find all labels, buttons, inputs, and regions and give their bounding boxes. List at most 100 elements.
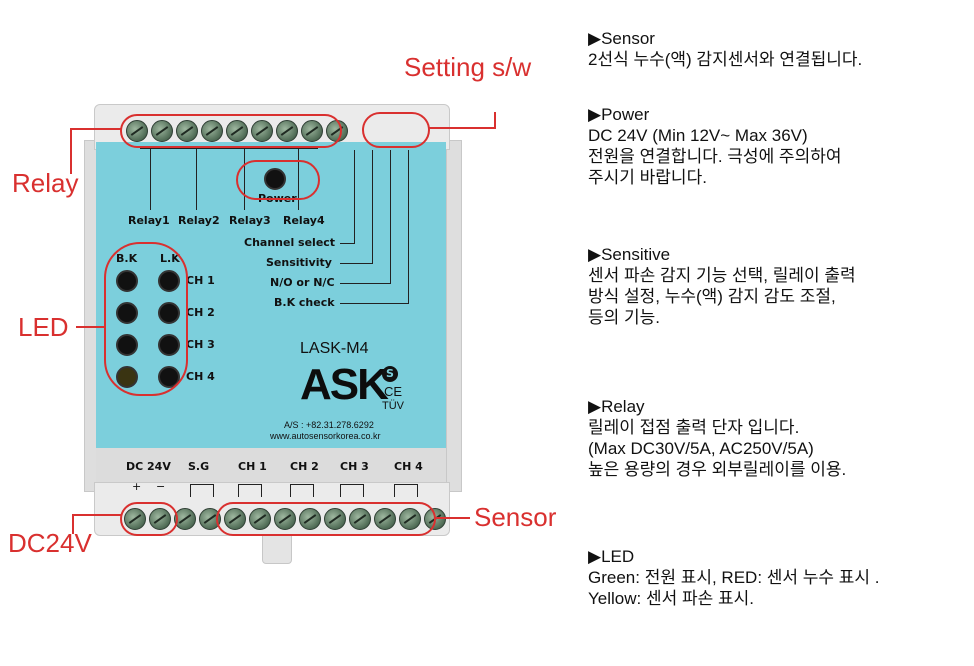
info-line: Yellow: 센서 파손 표시. [588, 589, 754, 608]
dc24v-callout: DC24V [8, 528, 92, 558]
relay-callout: Relay [12, 168, 79, 198]
info-line: 높은 용량의 경우 외부릴레이를 이용. [588, 460, 847, 479]
info-led: ▶LED Green: 전원 표시, RED: 센서 누수 표시 . Yello… [588, 546, 880, 609]
info-line: 등의 기능. [588, 308, 661, 327]
switch-lead-1 [354, 150, 355, 244]
info-sensor: ▶Sensor 2선식 누수(액) 감지센서와 연결됩니다. [588, 28, 862, 70]
sensor-line [434, 517, 470, 519]
terminal-screw [349, 508, 371, 530]
switch-label: Channel select [244, 236, 336, 249]
terminal-label: CH 4 [394, 460, 423, 473]
relay-label: Relay4 [283, 214, 325, 227]
polarity-minus: − [156, 480, 166, 493]
switch-lead-2 [372, 150, 373, 264]
channel-label: CH 2 [186, 306, 215, 319]
model-label: LASK-M4 [300, 340, 369, 357]
din-clip [262, 534, 292, 564]
switch-lead-h2 [340, 263, 373, 264]
terminal-label: DC 24V [126, 460, 171, 473]
switch-lead-3 [390, 150, 391, 284]
setting-sw-line-h [428, 127, 496, 129]
website: www.autosensorkorea.co.kr [270, 431, 381, 441]
dc24v-line-h [72, 514, 122, 516]
relay-bracket [140, 148, 318, 149]
relay-highlight [120, 114, 342, 148]
channel-label: CH 4 [186, 370, 215, 383]
relay1-lead [150, 148, 151, 210]
lk-led-ch2 [158, 302, 180, 324]
setting-switch-highlight [362, 112, 430, 148]
led-line [76, 326, 106, 328]
relay-line-v [70, 128, 72, 174]
polarity-plus: + [132, 480, 142, 493]
cert-s-mark: S [382, 366, 398, 382]
power-highlight [236, 160, 320, 200]
relay-label: Relay1 [128, 214, 170, 227]
terminal-screw [151, 120, 173, 142]
terminal-screw [249, 508, 271, 530]
terminal-label: CH 3 [340, 460, 369, 473]
channel-label: CH 1 [186, 274, 215, 287]
terminal-screw [226, 120, 248, 142]
info-title: ▶Sensor [588, 29, 655, 48]
cert-ce-mark: CE [384, 384, 403, 399]
cert-tuv-mark: TÜV [382, 400, 404, 412]
switch-label: N/O or N/C [270, 276, 335, 289]
info-line: 방식 설정, 누수(액) 감지 감도 조절, [588, 287, 836, 306]
info-title: ▶Sensitive [588, 245, 671, 264]
info-title: ▶LED [588, 547, 635, 566]
terminal-bracket [394, 484, 418, 497]
terminal-screw [274, 508, 296, 530]
brand-logo: ASK [300, 360, 389, 409]
relay-label: Relay3 [229, 214, 271, 227]
info-line: 2선식 누수(액) 감지센서와 연결됩니다. [588, 50, 863, 69]
info-power: ▶Power DC 24V (Min 12V~ Max 36V) 전원을 연결합… [588, 104, 842, 188]
relay2-lead [196, 148, 197, 210]
terminal-screw [299, 508, 321, 530]
terminal-bracket [190, 484, 214, 497]
terminal-screw [276, 120, 298, 142]
info-line: 주시기 바랍니다. [588, 168, 707, 187]
sensor-highlight [216, 502, 436, 536]
dc24v-line-v [72, 514, 74, 534]
info-line: Green: 전원 표시, RED: 센서 누수 표시 . [588, 568, 880, 587]
housing-right [446, 140, 462, 492]
info-line: 센서 파손 감지 기능 선택, 릴레이 출력 [588, 266, 856, 285]
info-line: 릴레이 접점 출력 단자 입니다. [588, 418, 800, 437]
terminal-screw [176, 120, 198, 142]
info-line: 전원을 연결합니다. 극성에 주의하여 [588, 147, 842, 166]
power-led [264, 168, 286, 190]
terminal-label: S.G [188, 460, 210, 473]
terminal-screw [251, 120, 273, 142]
led-highlight [104, 242, 188, 396]
switch-label: B.K check [274, 296, 335, 309]
bk-led-ch2 [116, 302, 138, 324]
info-title: ▶Power [588, 105, 650, 124]
info-relay: ▶Relay 릴레이 접점 출력 단자 입니다. (Max DC30V/5A, … [588, 396, 846, 480]
switch-lead-4 [408, 150, 409, 304]
switch-lead-h3 [340, 283, 391, 284]
terminal-bracket [290, 484, 314, 497]
lk-led-ch3 [158, 334, 180, 356]
switch-lead-h4 [340, 303, 409, 304]
terminal-bracket [238, 484, 262, 497]
relay-line-h [70, 128, 122, 130]
channel-label: CH 3 [186, 338, 215, 351]
sensor-callout: Sensor [474, 502, 557, 532]
terminal-screw [201, 120, 223, 142]
service-number: A/S : +82.31.278.6292 [284, 420, 374, 430]
dc24v-highlight [120, 502, 178, 536]
terminal-label: CH 1 [238, 460, 267, 473]
setting-sw-line-v [494, 112, 496, 129]
bk-led-ch3 [116, 334, 138, 356]
info-line: (Max DC30V/5A, AC250V/5A) [588, 439, 814, 458]
terminal-bracket [340, 484, 364, 497]
relay-label: Relay2 [178, 214, 220, 227]
led-callout: LED [18, 312, 69, 342]
terminal-label: CH 2 [290, 460, 319, 473]
info-line: DC 24V (Min 12V~ Max 36V) [588, 126, 808, 145]
setting-sw-callout: Setting s/w [404, 52, 532, 82]
terminal-screw [324, 508, 346, 530]
switch-label: Sensitivity [266, 256, 332, 269]
